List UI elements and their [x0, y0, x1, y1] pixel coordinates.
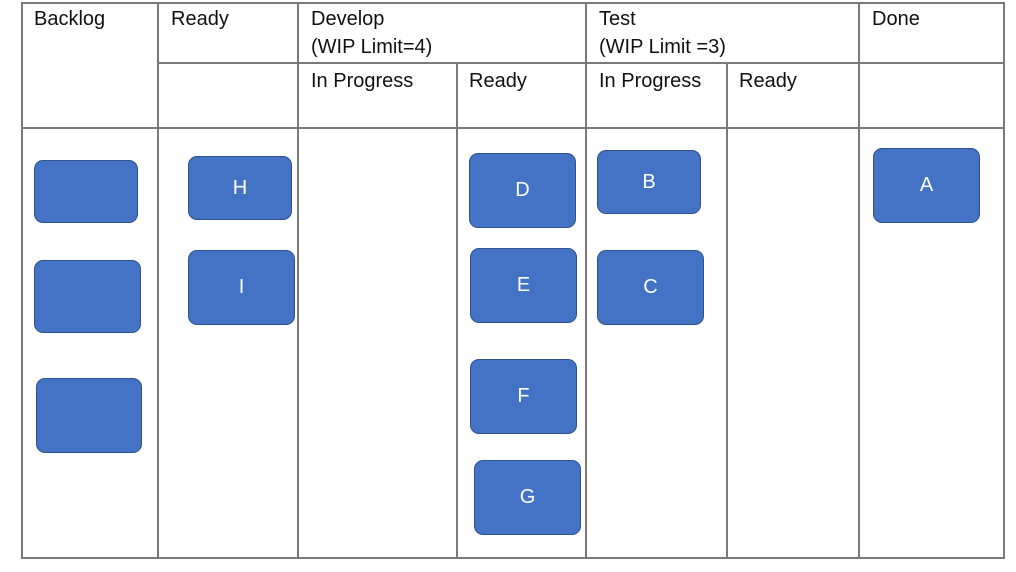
ready-card-h[interactable]: H — [188, 156, 292, 220]
column-header-done: Done — [872, 8, 920, 30]
develop-ready-card-d[interactable]: D — [469, 153, 576, 228]
backlog-card-2[interactable] — [34, 260, 141, 333]
subheader-develop-ready: Ready — [469, 70, 527, 92]
test-in-progress-card-b[interactable]: B — [597, 150, 701, 214]
kanban-board — [21, 2, 1005, 559]
subheader-develop-in-progress: In Progress — [311, 70, 414, 92]
done-card-a[interactable]: A — [873, 148, 980, 223]
column-header-backlog: Backlog — [34, 8, 106, 30]
ready-card-i[interactable]: I — [188, 250, 295, 325]
develop-ready-card-e[interactable]: E — [470, 248, 577, 323]
header-bottom-line — [21, 127, 1005, 129]
develop-ready-card-g[interactable]: G — [474, 460, 581, 535]
develop-wip-limit: (WIP Limit=4) — [311, 36, 433, 58]
column-header-develop: Develop — [311, 8, 385, 30]
backlog-card-3[interactable] — [36, 378, 142, 453]
subheader-test-ready: Ready — [739, 70, 797, 92]
divider-backlog-ready — [157, 2, 159, 559]
divider-develop-subcolumns — [456, 64, 458, 559]
test-wip-limit: (WIP Limit =3) — [599, 36, 726, 58]
header-subdivider — [157, 62, 1005, 64]
divider-develop-test — [585, 2, 587, 559]
backlog-card-1[interactable] — [34, 160, 138, 223]
divider-ready-develop — [297, 2, 299, 559]
develop-ready-card-f[interactable]: F — [470, 359, 577, 434]
column-header-ready: Ready — [171, 8, 229, 30]
divider-test-done — [858, 2, 860, 559]
divider-test-subcolumns — [726, 64, 728, 559]
column-header-test: Test — [599, 8, 636, 30]
subheader-test-in-progress: In Progress — [599, 70, 702, 92]
test-in-progress-card-c[interactable]: C — [597, 250, 704, 325]
